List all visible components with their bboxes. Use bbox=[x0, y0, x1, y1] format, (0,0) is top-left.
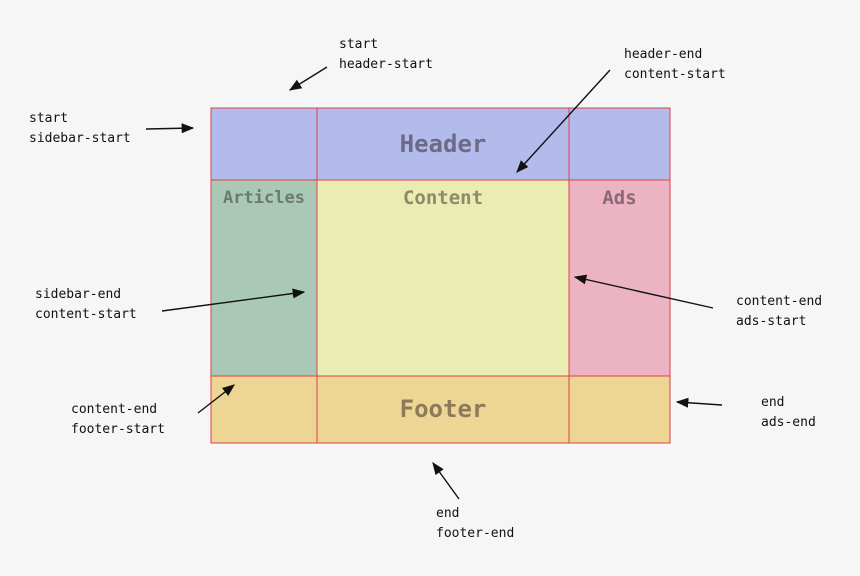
annotation-line: content-end bbox=[736, 294, 823, 309]
annotation-start-header-start: start header-start bbox=[339, 35, 433, 75]
annotation-line: header-end bbox=[624, 47, 703, 62]
annotation-line: ads-end bbox=[761, 415, 816, 430]
header-label: Header bbox=[399, 130, 487, 158]
annotation-line: start bbox=[339, 37, 379, 52]
annotation-sidebar-end-content-start: sidebar-end content-start bbox=[35, 285, 137, 325]
annotation-line: header-start bbox=[339, 57, 433, 72]
annotation-content-end-ads-start: content-end ads-start bbox=[736, 292, 822, 332]
annotation-start-sidebar-start: start sidebar-start bbox=[29, 109, 131, 149]
annotation-line: end bbox=[436, 506, 460, 521]
content-label: Content bbox=[402, 187, 484, 209]
arrow-left-top bbox=[145, 123, 195, 134]
annotation-line: content-start bbox=[35, 307, 137, 322]
annotation-end-footer-end: end footer-end bbox=[436, 504, 514, 544]
annotation-content-end-footer-start: content-end footer-start bbox=[71, 400, 165, 440]
annotation-line: content-start bbox=[624, 67, 726, 82]
ads-label: Ads bbox=[602, 187, 637, 209]
annotation-line: footer-end bbox=[436, 526, 515, 541]
annotation-line: sidebar-end bbox=[35, 287, 122, 302]
annotation-line: sidebar-start bbox=[29, 131, 131, 146]
articles-region bbox=[211, 180, 317, 376]
content-region bbox=[317, 180, 569, 376]
articles-label: Articles bbox=[223, 188, 305, 208]
ads-region bbox=[569, 180, 670, 376]
arrow-right-bottom bbox=[675, 397, 723, 408]
annotation-line: content-end bbox=[71, 402, 158, 417]
arrow-bottom bbox=[432, 461, 460, 500]
annotation-line: end bbox=[761, 395, 785, 410]
footer-label: Footer bbox=[399, 395, 487, 423]
annotation-line: start bbox=[29, 111, 69, 126]
arrow-top bbox=[288, 66, 328, 91]
annotation-end-ads-end: end ads-end bbox=[761, 393, 816, 433]
annotation-line: ads-start bbox=[736, 314, 807, 329]
annotation-header-end-content-start: header-end content-start bbox=[624, 45, 726, 85]
annotation-line: footer-start bbox=[71, 422, 165, 437]
